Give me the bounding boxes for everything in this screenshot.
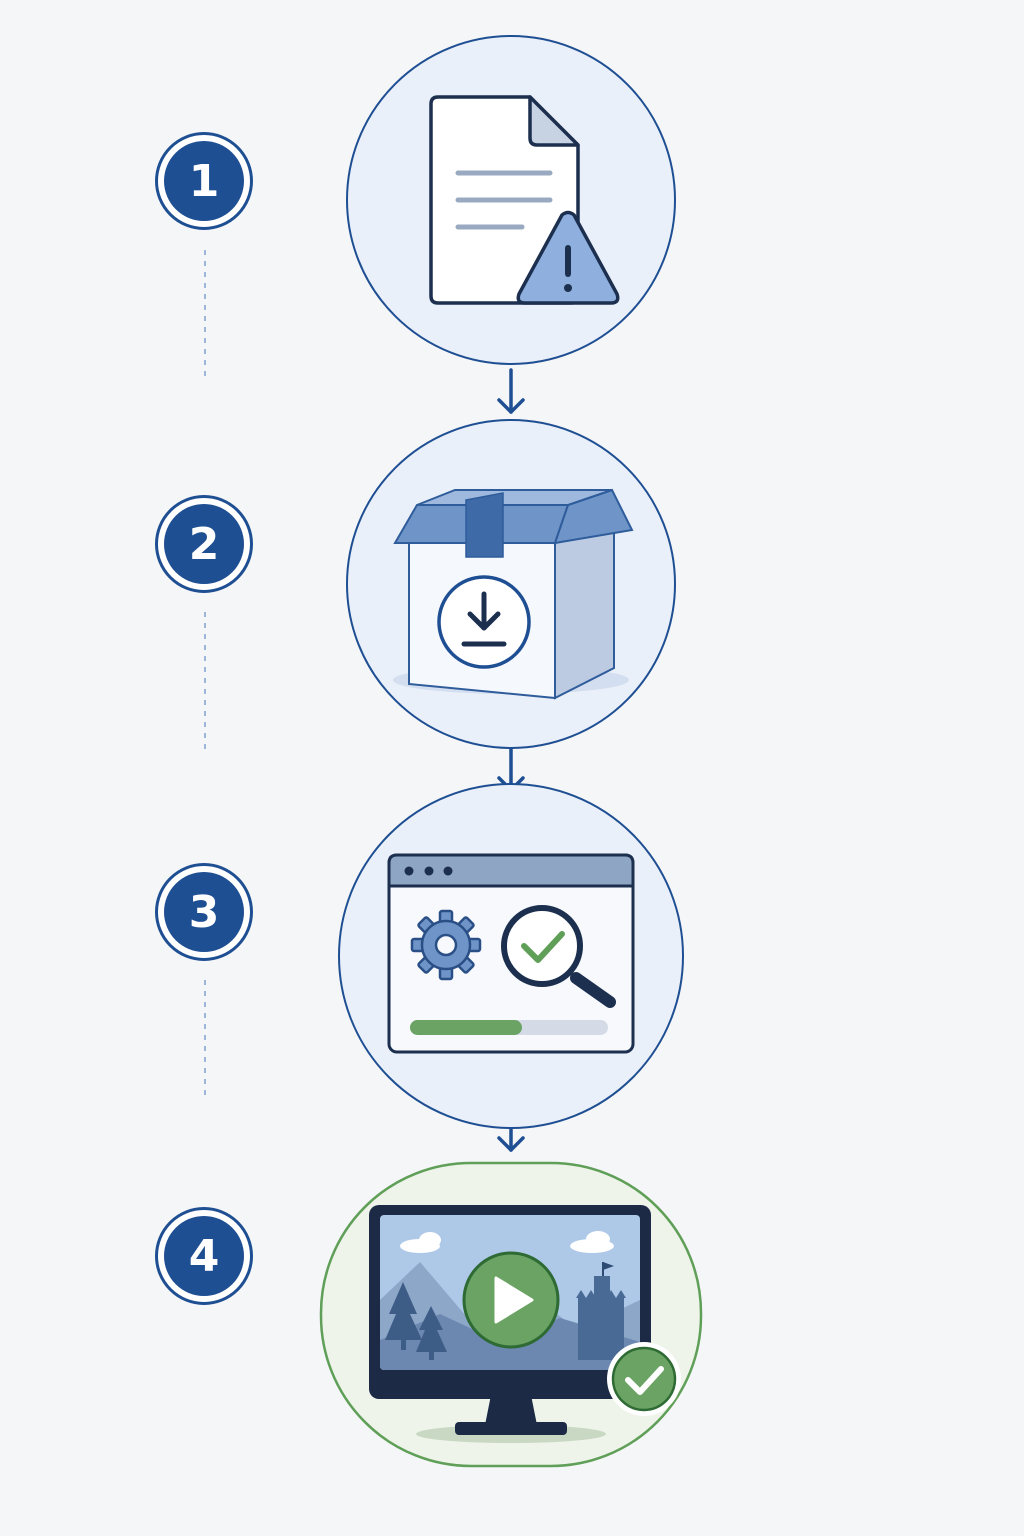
progress-bar-fill: [410, 1020, 522, 1035]
gear-icon: [410, 909, 482, 981]
step-2-badge: 2: [155, 495, 253, 593]
step-3-number: 3: [164, 872, 244, 952]
download-icon: [437, 575, 531, 669]
step-4-badge: 4: [155, 1207, 253, 1305]
step-2-number: 2: [164, 504, 244, 584]
step-2-illustration: [346, 419, 676, 749]
step-4-number: 4: [164, 1216, 244, 1296]
step-3-badge: 3: [155, 863, 253, 961]
tree-icon: [385, 1282, 447, 1360]
step-3-illustration: [338, 783, 684, 1129]
warning-triangle-icon: [516, 210, 620, 305]
play-button-icon: [462, 1251, 560, 1349]
success-check-icon: [607, 1342, 681, 1416]
step-1-badge: 1: [155, 132, 253, 230]
landscape-scene: [380, 1215, 640, 1370]
cloud-icon: [400, 1231, 614, 1253]
progress-bar: [410, 1020, 608, 1035]
step-1-illustration: [346, 35, 676, 365]
step-1-number: 1: [164, 141, 244, 221]
step-4-illustration: [319, 1161, 703, 1468]
castle-icon: [576, 1262, 626, 1360]
arrow-down-icon: [497, 368, 525, 414]
magnifier-check-icon: [501, 905, 616, 1008]
